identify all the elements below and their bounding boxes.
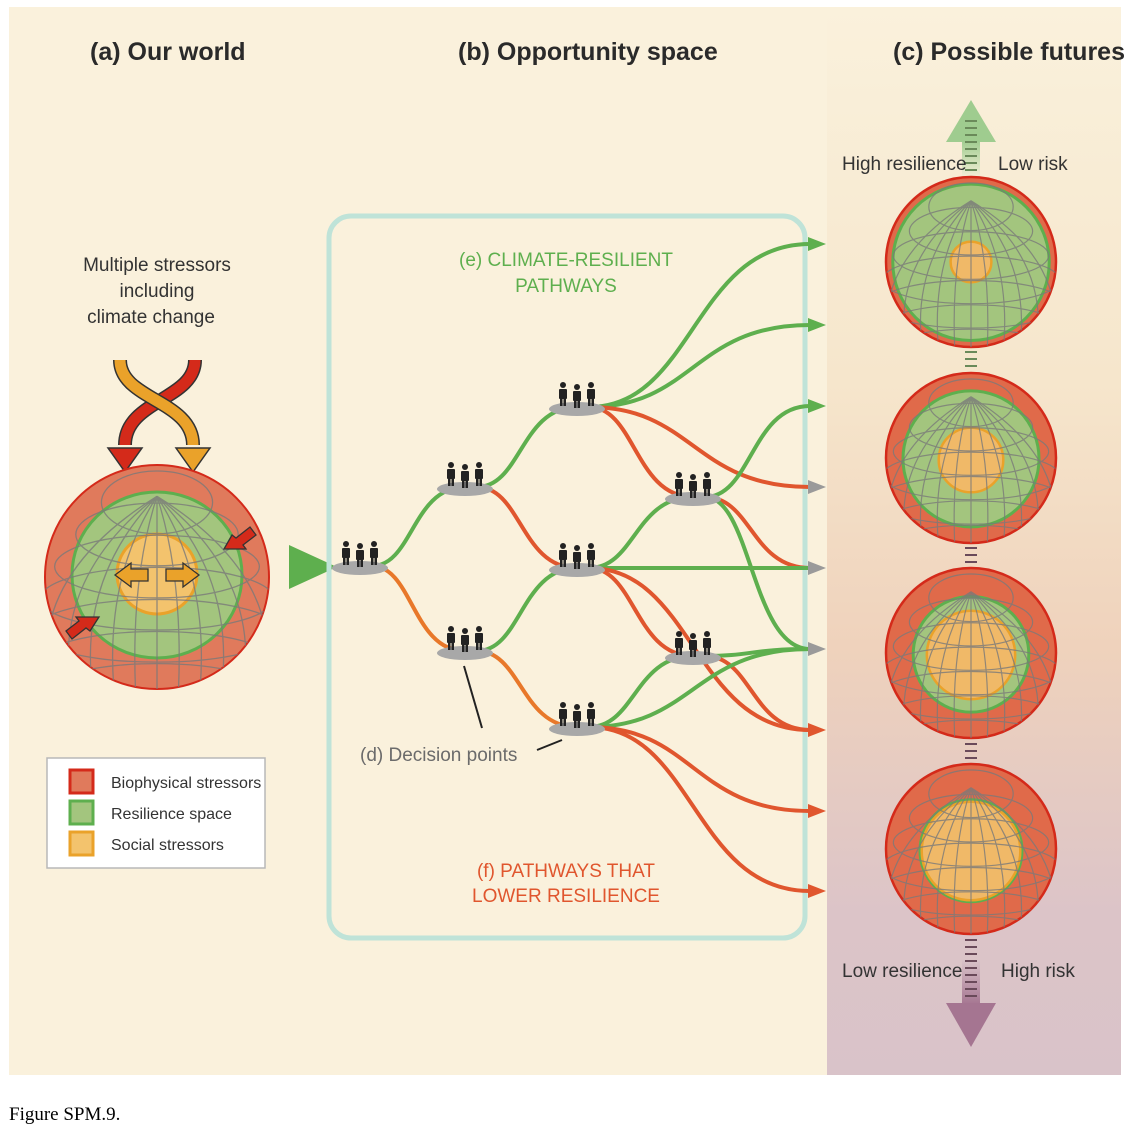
inward-climate-arrows [65, 526, 257, 640]
svg-text:(f) PATHWAYS THAT: (f) PATHWAYS THAT [477, 861, 655, 882]
legend-label: Resilience space [111, 806, 232, 823]
person-icon [573, 384, 581, 408]
possible-futures-globes [884, 175, 1058, 936]
figure-caption: Figure SPM.9. [9, 1104, 121, 1125]
person-icon [689, 633, 697, 657]
legend-swatch [68, 830, 95, 857]
svg-text:PATHWAYS: PATHWAYS [515, 276, 617, 297]
outcome-arrowhead [808, 884, 826, 898]
panel-c-title: (c) Possible futures [893, 38, 1125, 66]
low-risk-label: Low risk [998, 154, 1068, 175]
svg-text:including: including [120, 281, 195, 302]
decision-point [549, 702, 605, 736]
person-icon [559, 543, 567, 567]
down-arrow-icon [946, 1003, 996, 1047]
outcome-arrowhead [808, 399, 826, 413]
pathway-line [588, 725, 811, 813]
future-globe [884, 371, 1058, 545]
pathway-line [588, 242, 811, 409]
person-icon [675, 631, 683, 655]
outcome-arrowhead [808, 723, 826, 737]
future-globe [884, 175, 1058, 349]
person-icon [573, 545, 581, 569]
legend-swatch [68, 799, 95, 826]
svg-text:LOWER RESILIENCE: LOWER RESILIENCE [472, 886, 660, 907]
outcome-arrows [808, 237, 826, 898]
pathway-line [588, 647, 811, 729]
person-icon [573, 704, 581, 728]
pathway-line [588, 405, 811, 489]
svg-text:climate change: climate change [87, 307, 215, 328]
person-icon [675, 472, 683, 496]
future-globe [884, 762, 1058, 936]
low-resilience-label: Low resilience [842, 961, 962, 982]
entry-arrow [289, 545, 337, 589]
person-icon [475, 462, 483, 486]
legend-item: Resilience space [68, 799, 232, 826]
outcome-arrowhead [808, 804, 826, 818]
pathways [371, 242, 811, 893]
outward-social-arrows [113, 561, 201, 589]
person-icon [703, 472, 711, 496]
decision-point [549, 543, 605, 577]
person-icon [689, 474, 697, 498]
future-globe [884, 566, 1058, 740]
person-icon [559, 702, 567, 726]
pathway-line [704, 495, 811, 651]
svg-text:(e) CLIMATE-RESILIENT: (e) CLIMATE-RESILIENT [459, 250, 673, 271]
person-icon [447, 462, 455, 486]
high-risk-label: High risk [1001, 961, 1075, 982]
svg-text:Multiple stressors: Multiple stressors [83, 255, 231, 276]
legend-swatch [68, 768, 95, 795]
person-icon [356, 543, 364, 567]
panel-b-title: (b) Opportunity space [458, 38, 718, 66]
outcome-arrowhead [808, 480, 826, 494]
climate-resilient-label: (e) CLIMATE-RESILIENT PATHWAYS [459, 250, 673, 297]
decision-point [665, 472, 721, 506]
person-icon [370, 541, 378, 565]
person-icon [559, 382, 567, 406]
pathway-line [588, 323, 811, 409]
decision-point [665, 631, 721, 665]
person-icon [461, 464, 469, 488]
person-icon [587, 702, 595, 726]
legend-label: Social stressors [111, 837, 224, 854]
person-icon [703, 631, 711, 655]
legend-item: Biophysical stressors [68, 768, 261, 795]
legend-item: Social stressors [68, 830, 224, 857]
stressors-text: Multiple stressors including climate cha… [83, 255, 231, 328]
decision-point [549, 382, 605, 416]
pathway-line [704, 404, 811, 499]
panel-a-title: (a) Our world [90, 38, 246, 66]
decision-points [332, 382, 721, 736]
person-icon [461, 628, 469, 652]
outcome-arrowhead [808, 237, 826, 251]
person-icon [475, 626, 483, 650]
outcome-arrowhead [808, 642, 826, 656]
outcome-arrowhead [808, 561, 826, 575]
outcome-arrowhead [808, 318, 826, 332]
decision-point [437, 462, 493, 496]
legend-label: Biophysical stressors [111, 775, 261, 792]
pathway-line [588, 725, 811, 893]
person-icon [587, 543, 595, 567]
twisted-stressor-arrows [106, 359, 212, 474]
svg-text:(d) Decision points: (d) Decision points [360, 745, 517, 766]
decision-point [437, 626, 493, 660]
person-icon [342, 541, 350, 565]
decision-points-label: (d) Decision points [360, 665, 563, 766]
opportunity-space-box [326, 213, 808, 941]
person-icon [447, 626, 455, 650]
decision-point [332, 541, 388, 575]
high-resilience-label: High resilience [842, 154, 967, 175]
person-icon [587, 382, 595, 406]
lower-resilience-label: (f) PATHWAYS THAT LOWER RESILIENCE [472, 861, 660, 907]
